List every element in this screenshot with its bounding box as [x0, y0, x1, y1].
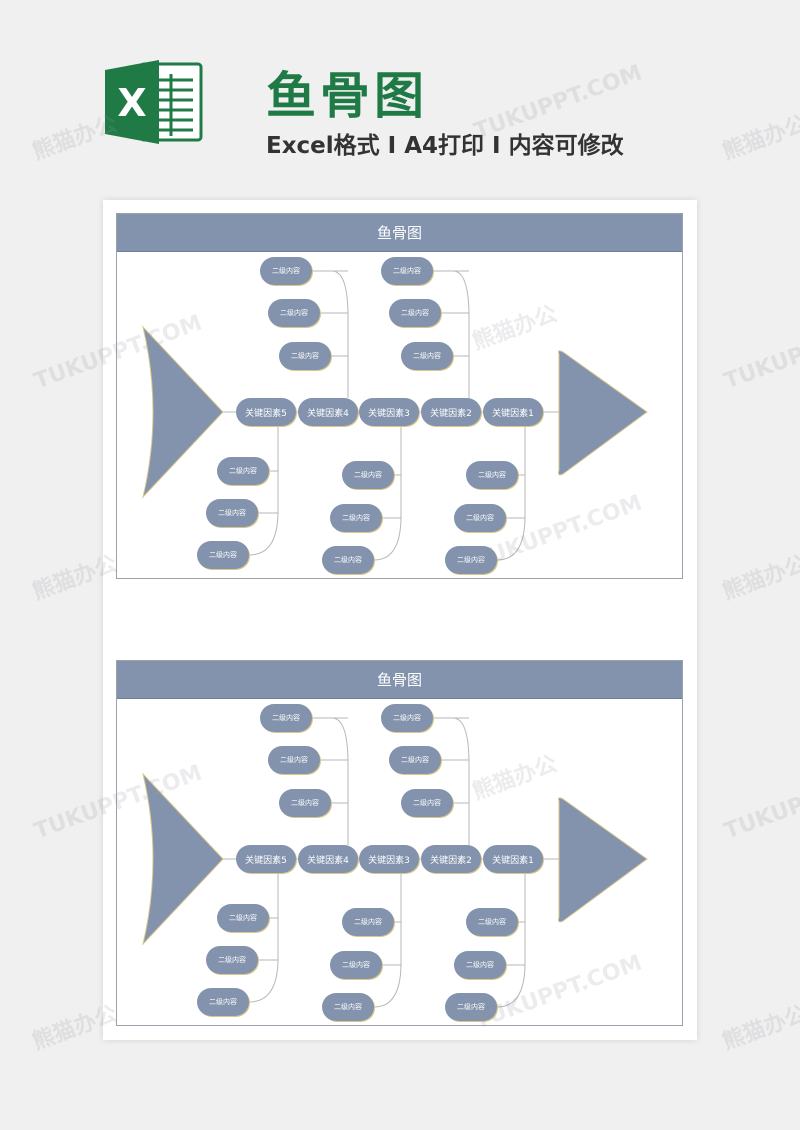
- watermark-text: 熊猫办公: [719, 551, 800, 606]
- sub-content-node: 二级内容: [454, 951, 506, 979]
- diagram-title: 鱼骨图: [117, 661, 682, 699]
- watermark-text: TUKUPPT.COM: [721, 760, 800, 845]
- sub-content-node: 二级内容: [197, 988, 249, 1016]
- sub-content-node: 二级内容: [342, 461, 394, 489]
- sub-content-node: 二级内容: [206, 499, 258, 527]
- sub-content-node: 二级内容: [342, 908, 394, 936]
- bone-line: [452, 717, 470, 845]
- bone-line: [452, 270, 470, 398]
- sub-content-node: 二级内容: [454, 504, 506, 532]
- key-factor-node: 关键因素1: [483, 845, 543, 873]
- bone-line: [248, 873, 279, 1003]
- sub-content-node: 二级内容: [322, 546, 374, 574]
- key-factor-node: 关键因素2: [421, 845, 481, 873]
- watermark-text: 熊猫办公: [719, 111, 800, 166]
- sub-content-node: 二级内容: [279, 342, 331, 370]
- key-factor-node: 关键因素4: [298, 845, 358, 873]
- bone-line: [373, 426, 402, 561]
- sub-content-node: 二级内容: [268, 746, 320, 774]
- sub-content-node: 二级内容: [330, 951, 382, 979]
- fishbone-lines: [142, 270, 648, 561]
- key-factor-node: 关键因素3: [359, 845, 419, 873]
- sub-content-node: 二级内容: [268, 299, 320, 327]
- sub-content-node: 二级内容: [401, 789, 453, 817]
- watermark-text: 熊猫办公: [719, 1001, 800, 1056]
- key-factor-node: 关键因素2: [421, 398, 481, 426]
- sub-content-node: 二级内容: [260, 257, 312, 285]
- sub-content-node: 二级内容: [445, 993, 497, 1021]
- sub-content-node: 二级内容: [381, 704, 433, 732]
- fish-tail-shape: [142, 325, 224, 499]
- key-factor-node: 关键因素1: [483, 398, 543, 426]
- bone-line: [496, 426, 526, 561]
- fish-head-shape: [558, 797, 648, 923]
- sub-content-node: 二级内容: [389, 299, 441, 327]
- logo-letter: X: [117, 81, 146, 125]
- sub-content-node: 二级内容: [279, 789, 331, 817]
- key-factor-node: 关键因素5: [236, 845, 296, 873]
- sub-content-node: 二级内容: [466, 908, 518, 936]
- sub-content-node: 二级内容: [330, 504, 382, 532]
- sub-content-node: 二级内容: [260, 704, 312, 732]
- watermark-text: TUKUPPT.COM: [721, 310, 800, 395]
- fish-head-shape: [558, 350, 648, 476]
- sub-content-node: 二级内容: [381, 257, 433, 285]
- bone-line: [331, 270, 349, 398]
- key-factor-node: 关键因素3: [359, 398, 419, 426]
- sub-content-node: 二级内容: [445, 546, 497, 574]
- bone-line: [373, 873, 402, 1008]
- page-title: 鱼骨图: [266, 67, 428, 125]
- sub-content-node: 二级内容: [217, 457, 269, 485]
- sub-content-node: 二级内容: [197, 541, 249, 569]
- sub-content-node: 二级内容: [401, 342, 453, 370]
- sub-content-node: 二级内容: [217, 904, 269, 932]
- diagram-title: 鱼骨图: [117, 214, 682, 252]
- page-subtitle: Excel格式 I A4打印 I 内容可修改: [266, 133, 624, 159]
- sub-content-node: 二级内容: [322, 993, 374, 1021]
- sub-content-node: 二级内容: [466, 461, 518, 489]
- excel-logo-icon: X: [105, 60, 203, 144]
- sub-content-node: 二级内容: [206, 946, 258, 974]
- fish-tail-shape: [142, 772, 224, 946]
- bone-line: [496, 873, 526, 1008]
- key-factor-node: 关键因素4: [298, 398, 358, 426]
- sub-content-node: 二级内容: [389, 746, 441, 774]
- bone-line: [248, 426, 279, 556]
- bone-line: [331, 717, 349, 845]
- key-factor-node: 关键因素5: [236, 398, 296, 426]
